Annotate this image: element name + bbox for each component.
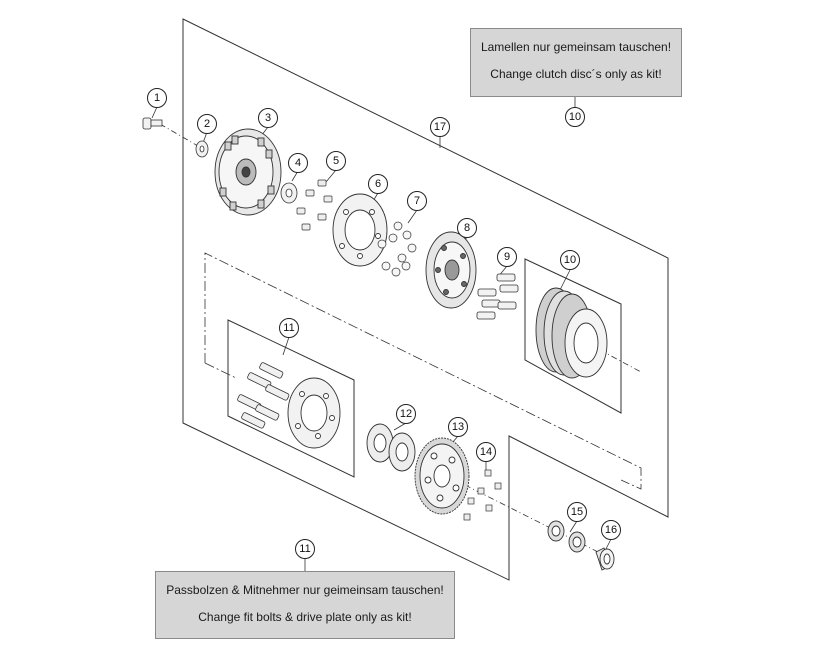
part-13-gear	[414, 437, 470, 515]
axis-line-upper	[159, 123, 199, 147]
callout-11-note: 11	[295, 539, 315, 559]
note-fit-bolts-en: Change fit bolts & drive plate only as k…	[198, 610, 412, 624]
part-15-bearings	[547, 520, 586, 553]
dash-dot-bracket-tick	[204, 362, 237, 379]
callout-1: 1	[147, 88, 167, 108]
callout-17: 17	[430, 117, 450, 137]
part-3-clutch-basket	[214, 128, 282, 216]
part-2-washer	[195, 140, 209, 158]
callout-2: 2	[197, 114, 217, 134]
callout-7: 7	[407, 191, 427, 211]
callout-10-lower: 10	[560, 250, 580, 270]
callout-12: 12	[396, 404, 416, 424]
callout-16: 16	[601, 520, 621, 540]
part-6-plate	[332, 193, 388, 267]
axis-line-lower	[464, 484, 611, 559]
callout-9: 9	[497, 247, 517, 267]
part-9-springs	[476, 273, 519, 320]
part-8-clutch-hub	[425, 231, 477, 309]
note-clutch-de: Lamellen nur gemeinsam tauschen!	[480, 40, 672, 54]
callout-10-upper: 10	[565, 107, 585, 127]
part-5-screws	[296, 179, 333, 231]
callout-11-frame: 11	[279, 318, 299, 338]
callout-14: 14	[476, 442, 496, 462]
callout-13: 13	[448, 417, 468, 437]
callout-3: 3	[258, 108, 278, 128]
dash-dot-bracket	[204, 252, 642, 490]
note-clutch-discs-kit: Lamellen nur gemeinsam tauschen! Change …	[470, 28, 682, 97]
part-10-clutch-discs	[535, 287, 608, 379]
part-4-washer	[280, 182, 298, 204]
part-11-drive-plate	[287, 377, 341, 449]
callout-15: 15	[567, 502, 587, 522]
part-14-nuts	[463, 469, 502, 521]
callout-6: 6	[368, 174, 388, 194]
callout-5: 5	[326, 151, 346, 171]
callout-8: 8	[457, 218, 477, 238]
clutch-kit-frame	[524, 258, 622, 414]
part-16-bushing	[595, 547, 615, 571]
note-fit-bolts-de: Passbolzen & Mitnehmer nur geimeinsam ta…	[166, 583, 444, 597]
fit-bolts-kit-frame	[227, 319, 355, 478]
assembly-frame	[182, 18, 669, 581]
part-12-washers	[366, 423, 416, 472]
part-1-bolt	[142, 117, 163, 130]
part-7-balls	[377, 221, 417, 277]
part-11-fit-bolts	[237, 362, 290, 429]
note-fit-bolts-kit: Passbolzen & Mitnehmer nur geimeinsam ta…	[155, 571, 455, 639]
callout-4: 4	[288, 153, 308, 173]
note-clutch-en: Change clutch disc´s only as kit!	[490, 67, 662, 81]
